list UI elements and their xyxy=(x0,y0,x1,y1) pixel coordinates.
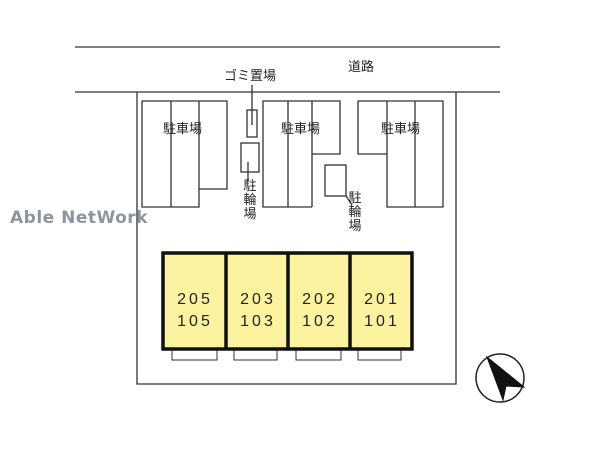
bicycle-label-2: 駐輪場 xyxy=(348,191,362,234)
watermark: Able NetWork xyxy=(10,208,148,228)
unit-202-102: 202 102 xyxy=(290,289,350,333)
parking-label-right: 駐車場 xyxy=(381,122,421,137)
building xyxy=(161,251,414,351)
road-label: 道路 xyxy=(348,60,375,75)
north-arrow-icon xyxy=(475,353,526,403)
unit-201-101: 201 101 xyxy=(352,289,412,333)
unit-203-103: 203 103 xyxy=(228,289,288,333)
unit-upper: 202 xyxy=(302,291,338,308)
parking-label-middle: 駐車場 xyxy=(281,122,321,137)
unit-lower: 103 xyxy=(240,313,276,330)
site-boundary xyxy=(136,92,457,385)
parking-label-left: 駐車場 xyxy=(163,122,203,137)
unit-lower: 102 xyxy=(302,313,338,330)
bicycle-label-1: 駐輪場 xyxy=(243,179,257,222)
parking-left xyxy=(141,100,228,208)
unit-lower: 101 xyxy=(364,313,400,330)
unit-205-105: 205 105 xyxy=(165,289,225,333)
unit-upper: 203 xyxy=(240,291,276,308)
garbage-label: ゴミ置場 xyxy=(224,69,277,84)
bicycle-leader-2 xyxy=(345,195,353,206)
unit-upper: 201 xyxy=(364,291,400,308)
bicycle-parking-1 xyxy=(240,142,260,173)
bicycle-parking-2 xyxy=(324,164,347,197)
unit-upper: 205 xyxy=(177,291,213,308)
parking-right xyxy=(357,100,444,208)
parking-middle xyxy=(262,100,341,208)
unit-lower: 105 xyxy=(177,313,213,330)
